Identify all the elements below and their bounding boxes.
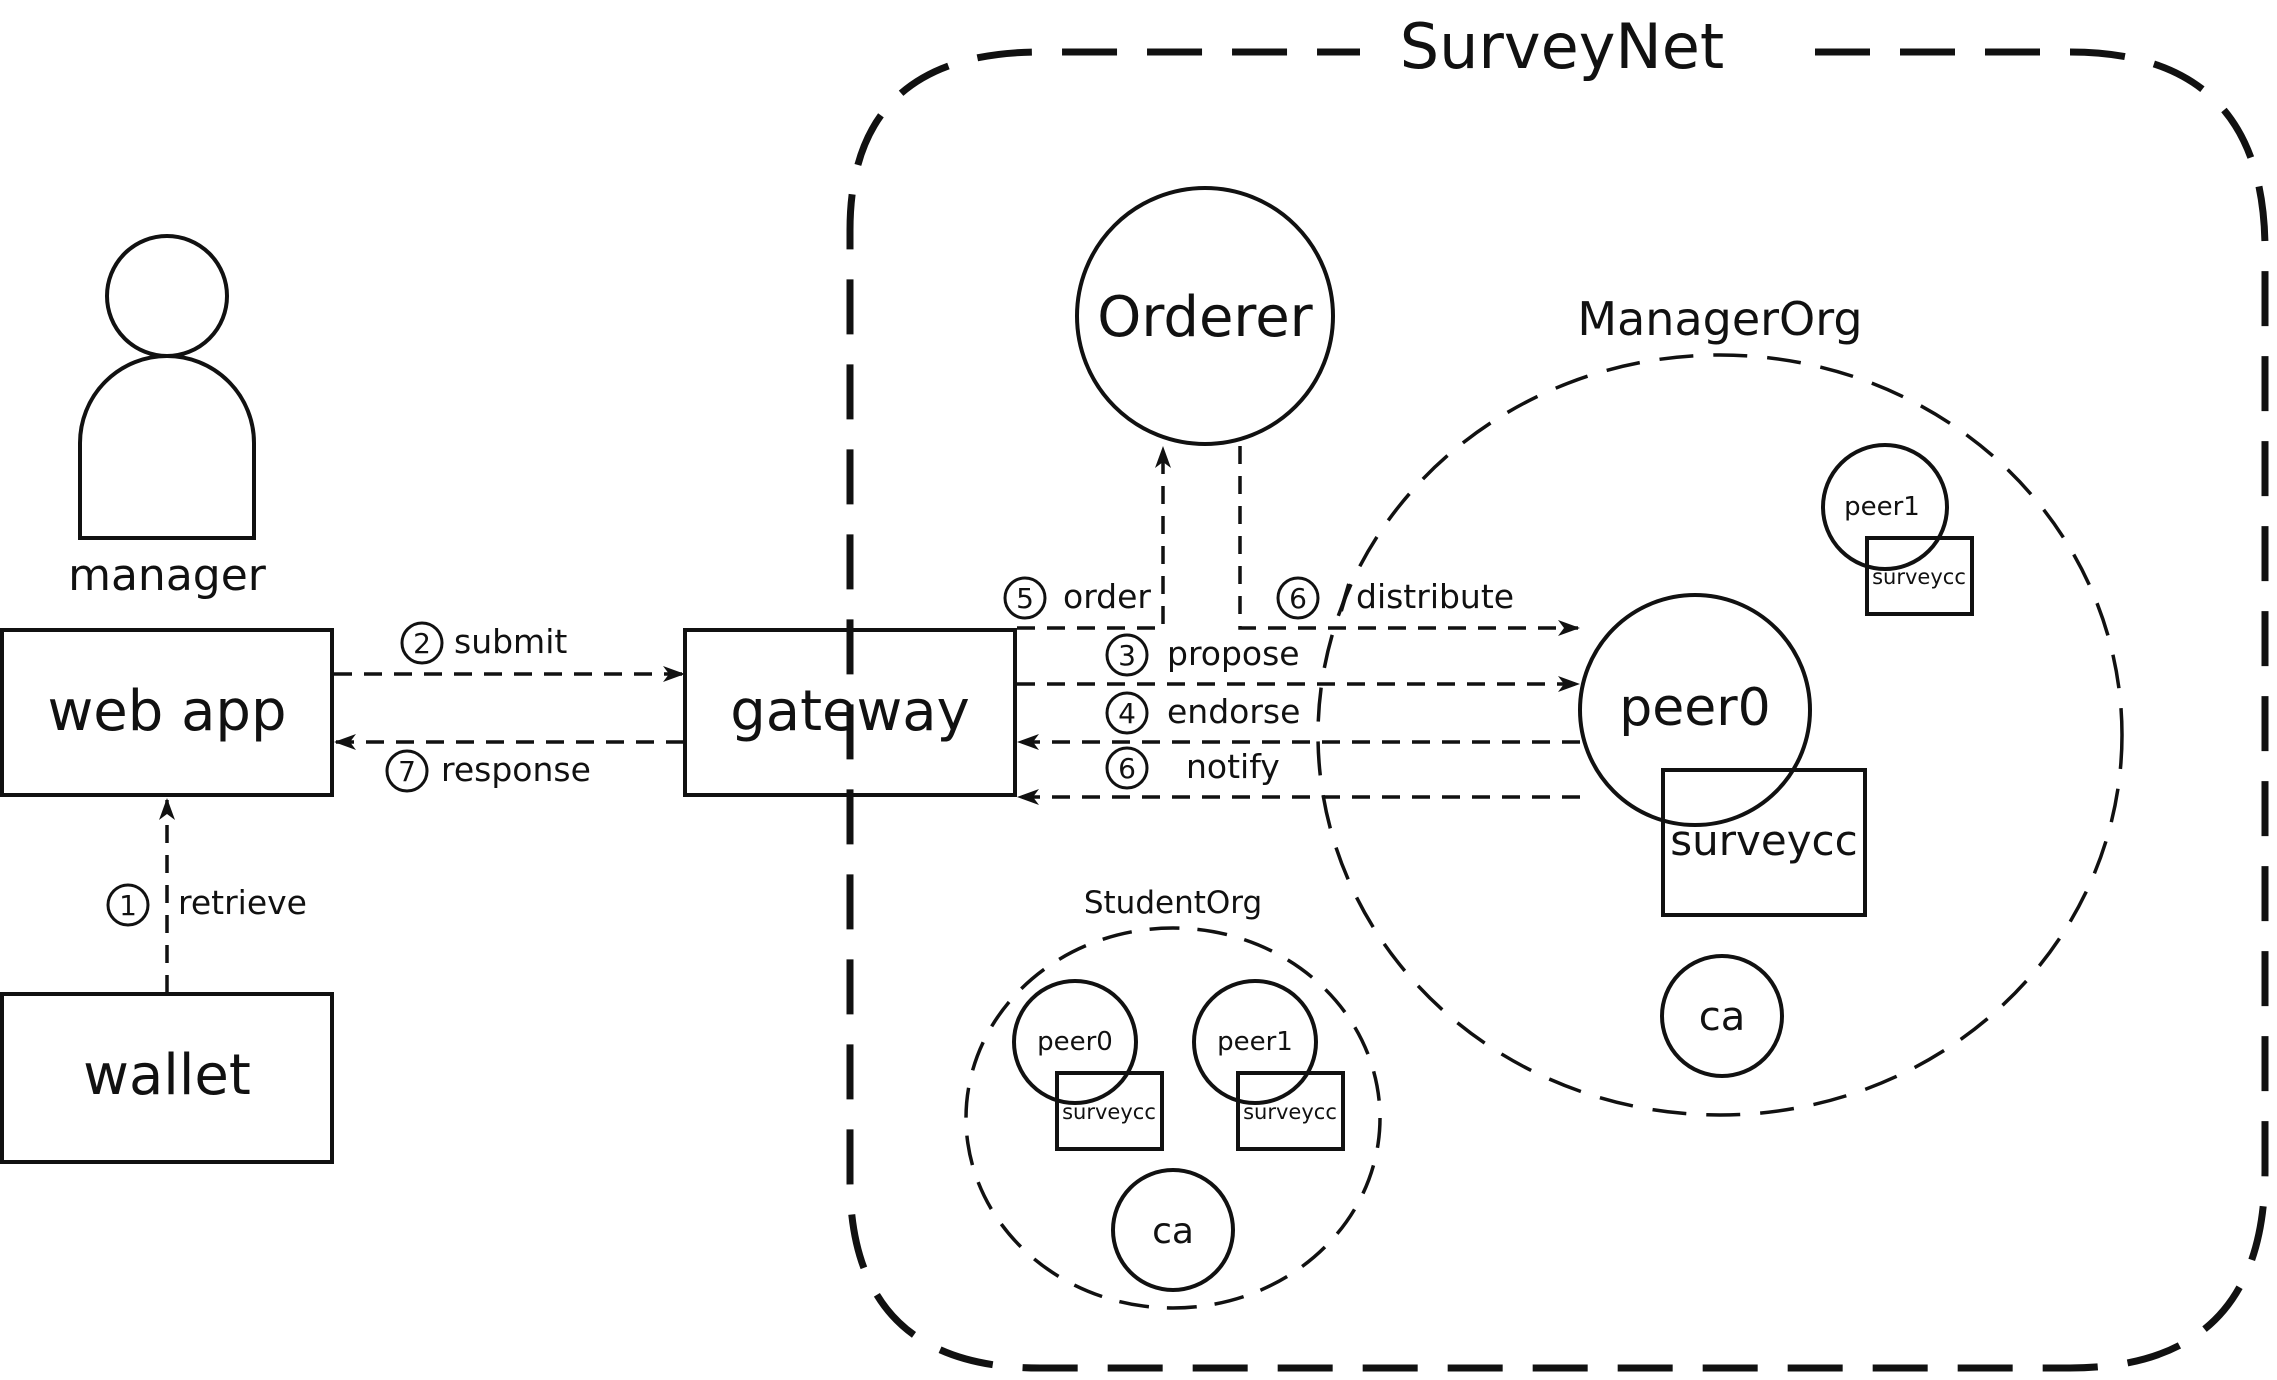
step-label: retrieve (178, 883, 307, 922)
student-ca-label: ca (1152, 1211, 1194, 1252)
step-number: 2 (413, 627, 431, 660)
student-peer0-chaincode-label: surveycc (1062, 1100, 1156, 1124)
step-number-badge (400, 621, 444, 665)
manager-ca-label: ca (1699, 994, 1746, 1040)
web-app-box (0, 628, 334, 797)
step-number: 3 (1118, 639, 1136, 672)
step-submit: 2 submit (400, 621, 567, 665)
step-label: order (1063, 577, 1151, 616)
step-number: 6 (1118, 752, 1136, 785)
manager-peer0-node (1578, 593, 1812, 827)
step-number-badge (106, 883, 150, 927)
manager-ca-node (1660, 954, 1784, 1078)
student-peer1-chaincode (1236, 1071, 1345, 1151)
wallet-label: wallet (83, 1043, 251, 1108)
manager-peer1-chaincode (1865, 536, 1974, 616)
manager-org-label: ManagerOrg (1577, 292, 1862, 346)
step-order: 5 order (1003, 576, 1151, 620)
step-number-badge (1105, 691, 1149, 735)
distribute-arrow (1238, 446, 1580, 636)
wallet-box (0, 992, 334, 1164)
manager-peer0-label: peer0 (1619, 678, 1770, 738)
student-ca-node (1111, 1168, 1235, 1292)
step-label: response (441, 750, 591, 789)
orderer-node (1075, 186, 1335, 446)
step-label: notify (1186, 747, 1280, 786)
step-notify: 6 notify (1105, 746, 1280, 790)
step-number-badge (385, 749, 429, 793)
step-label: propose (1167, 634, 1300, 673)
step-response: 7 response (385, 749, 591, 793)
manager-icon (78, 234, 256, 540)
student-peer1-node (1192, 979, 1318, 1105)
step-number: 6 (1289, 582, 1307, 615)
web-app-label: web app (47, 679, 286, 744)
student-peer1-label: peer1 (1217, 1027, 1293, 1057)
step-endorse: 4 endorse (1105, 691, 1300, 735)
manager-org-boundary (1316, 353, 2124, 1117)
manager-peer0-chaincode (1661, 768, 1867, 917)
step-label: distribute (1356, 577, 1514, 616)
step-number: 1 (119, 889, 137, 922)
step-retrieve: 1 retrieve (106, 883, 307, 927)
manager-label: manager (68, 550, 267, 601)
title-backdrop (1360, 22, 1800, 92)
step-label: endorse (1167, 692, 1300, 731)
student-org-boundary (964, 926, 1382, 1310)
surveynet-boundary (846, 48, 2269, 1372)
manager-peer0-chaincode-label: surveycc (1670, 816, 1858, 865)
step-number-badge (1105, 633, 1149, 677)
network-title: SurveyNet (1400, 10, 1725, 83)
gateway-label: gateway (730, 679, 970, 744)
gateway-box (683, 628, 1017, 797)
manager-peer1-node (1821, 443, 1949, 571)
student-peer0-chaincode (1055, 1071, 1164, 1151)
step-number-badge (1003, 576, 1047, 620)
step-number-badge (1105, 746, 1149, 790)
student-peer1-chaincode-label: surveycc (1243, 1100, 1337, 1124)
step-propose: 3 propose (1105, 633, 1300, 677)
manager-peer1-label: peer1 (1844, 492, 1920, 522)
step-number: 4 (1118, 697, 1136, 730)
step-label: submit (454, 622, 567, 661)
step-number: 5 (1016, 582, 1034, 615)
distribute-tick (1339, 583, 1351, 612)
student-peer0-label: peer0 (1037, 1027, 1113, 1057)
student-org-label: StudentOrg (1084, 885, 1262, 921)
manager-peer1-chaincode-label: surveycc (1872, 565, 1966, 589)
step-distribute: 6 distribute (1276, 576, 1514, 620)
step-number: 7 (398, 755, 416, 788)
orderer-label: Orderer (1097, 285, 1313, 350)
student-peer0-node (1012, 979, 1138, 1105)
step-number-badge (1276, 576, 1320, 620)
